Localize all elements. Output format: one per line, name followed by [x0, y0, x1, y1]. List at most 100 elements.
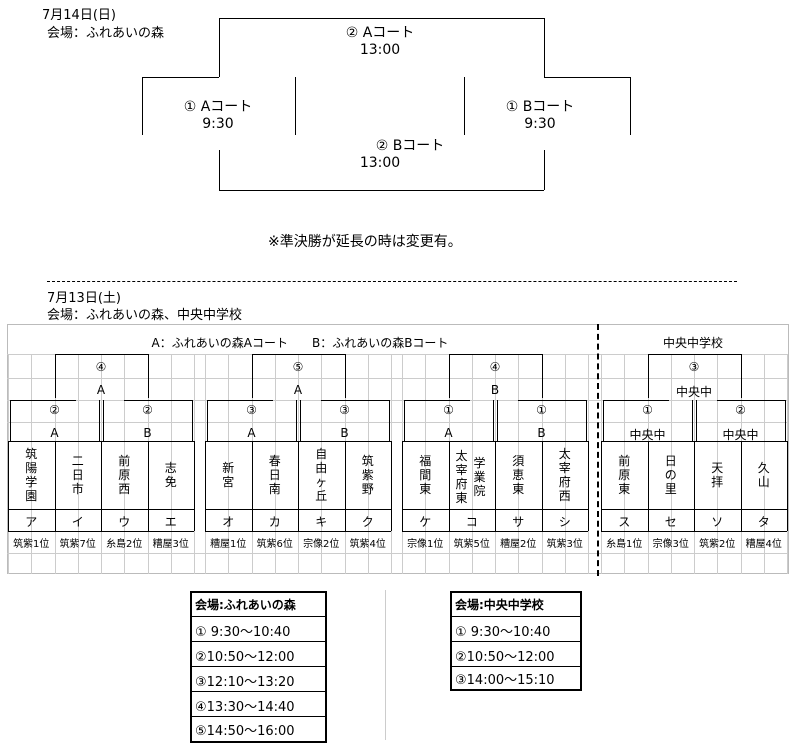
team-seed: 筑紫4位 — [349, 539, 386, 550]
match-court: A — [96, 383, 106, 397]
final-court: ② Aコート — [345, 25, 415, 41]
forest-slot: ②10:50〜12:00 — [195, 650, 295, 665]
team-name: 前原西 — [118, 454, 131, 496]
team-letter: イ — [71, 515, 84, 529]
team-seed: 筑紫6位 — [256, 539, 293, 550]
match-number: ⑤ — [292, 360, 304, 374]
chuo-slot: ②10:50〜12:00 — [455, 650, 555, 665]
team-seed: 筑紫2位 — [699, 539, 736, 550]
match-court: B — [537, 426, 546, 440]
chuo-slot: ① 9:30〜10:40 — [455, 625, 551, 640]
team-letter: シ — [558, 515, 571, 529]
match-court: B — [340, 426, 349, 440]
team-name: 新宮 — [222, 461, 235, 489]
team-seed: 糸島2位 — [106, 539, 143, 550]
chuo-slot: ③14:00〜15:10 — [455, 673, 555, 688]
court-legend: A：ふれあいの森Aコート B：ふれあいの森Bコート — [151, 336, 449, 350]
team-name: 日の里 — [664, 454, 677, 496]
team-name: 天拝 — [711, 461, 724, 489]
day1-venue: 会場：ふれあいの森、中央中学校 — [47, 308, 243, 323]
team-seed: 筑紫3位 — [546, 539, 583, 550]
team-name: 筑陽学園 — [25, 447, 38, 503]
match-number: ② — [49, 403, 60, 417]
semi-left-time: 9:30 — [202, 116, 234, 132]
team-seed: 筑紫7位 — [59, 539, 96, 550]
team-name: 自由ヶ丘 — [315, 447, 328, 503]
team-seed: 宗像2位 — [303, 539, 340, 550]
chuo-header: 中央中学校 — [662, 336, 723, 350]
forest-slot: ⑤14:50〜16:00 — [195, 724, 295, 739]
team-letter: ス — [618, 515, 631, 529]
team-seed: 宗像3位 — [652, 539, 689, 550]
match-court: 中央中 — [722, 428, 759, 442]
team-name: 太宰府東 — [455, 449, 468, 505]
team-letter: サ — [512, 515, 525, 529]
team-name: 久山 — [757, 461, 770, 489]
team-letter: エ — [164, 515, 177, 529]
match-court: A — [293, 383, 303, 397]
team-seed: 糟屋4位 — [745, 539, 782, 550]
team-seed: 糸島1位 — [606, 539, 643, 550]
forest-slot: ① 9:30〜10:40 — [195, 625, 291, 640]
match-number: ③ — [339, 403, 350, 417]
forest-slot: ③12:10〜13:20 — [195, 675, 295, 690]
team-letter: セ — [664, 515, 677, 529]
match-court: A — [50, 426, 59, 440]
match-court: 中央中 — [629, 428, 666, 442]
team-letter: タ — [757, 515, 770, 529]
team-letter: キ — [315, 515, 328, 529]
team-name: 筑紫野 — [361, 454, 374, 496]
final-time: 13:00 — [359, 42, 401, 58]
match-court: A — [444, 426, 453, 440]
team-letter: ク — [361, 515, 374, 529]
team-letter: コ — [465, 515, 478, 529]
team-letter: カ — [268, 515, 281, 529]
match-number: ① — [443, 403, 454, 417]
day2-venue: 会場：ふれあいの森 — [47, 26, 165, 41]
team-name: 須恵東 — [512, 454, 525, 496]
semi-left-court: ① Aコート — [183, 99, 253, 115]
third-time: 13:00 — [359, 155, 401, 171]
match-number: ② — [735, 403, 746, 417]
team-letter: ソ — [711, 515, 724, 529]
team-letter: ケ — [419, 515, 432, 529]
team-letter: オ — [222, 515, 235, 529]
schedule-forest-grid — [188, 590, 513, 740]
match-number: ③ — [246, 403, 257, 417]
match-number: ③ — [688, 360, 700, 374]
third-court: ② Bコート — [375, 138, 445, 154]
section-divider — [47, 281, 737, 282]
day2-note: ※準決勝が延長の時は変更有。 — [268, 234, 462, 250]
team-name: 二日市 — [71, 454, 84, 496]
team-seed: 糟屋3位 — [152, 539, 189, 550]
team-seed: 筑紫1位 — [13, 539, 50, 550]
team-name: 福間東 — [419, 454, 432, 496]
team-seed: 筑紫5位 — [453, 539, 490, 550]
day1-bracket-grid: ④ A ② A ② B 筑陽学園ア筑紫1位 二日市イ筑紫7位 前原西ウ糸島2位 志免エ糟屋3位 ⑤ A… — [7, 324, 789, 574]
match-number: ① — [536, 403, 547, 417]
match-court: B — [490, 383, 500, 397]
match-number: ① — [642, 403, 653, 417]
team-name: 志免 — [164, 461, 177, 489]
team-name: 春日南 — [268, 454, 281, 496]
team-name: 太宰府西 — [558, 447, 571, 503]
venue-divider — [597, 324, 599, 576]
team-letter: ア — [25, 515, 38, 529]
forest-slot: ④13:30〜14:40 — [195, 700, 295, 715]
team-name: 前原東 — [618, 454, 631, 496]
match-number: ② — [142, 403, 153, 417]
schedule-chuo: 会場:中央中学校 ① 9:30〜10:40 ②10:50〜12:00 ③14:0… — [450, 591, 582, 691]
schedule-chuo-title: 会場:中央中学校 — [455, 598, 544, 612]
match-number: ④ — [95, 360, 107, 374]
semi-right-court: ① Bコート — [505, 99, 575, 115]
schedule-forest-title: 会場:ふれあいの森 — [195, 598, 296, 612]
match-number: ④ — [489, 360, 501, 374]
match-court: 中央中 — [675, 385, 712, 399]
team-name-secondary: 学業院 — [473, 456, 486, 498]
team-letter: ウ — [118, 515, 131, 529]
day1-date: 7月13日(土) — [47, 291, 121, 306]
schedule-forest: 会場:ふれあいの森 ① 9:30〜10:40 ②10:50〜12:00 ③12:… — [190, 591, 327, 743]
semi-right-time: 9:30 — [524, 116, 556, 132]
day2-date: 7月14日(日) — [42, 8, 116, 23]
team-seed: 糟屋2位 — [500, 539, 537, 550]
